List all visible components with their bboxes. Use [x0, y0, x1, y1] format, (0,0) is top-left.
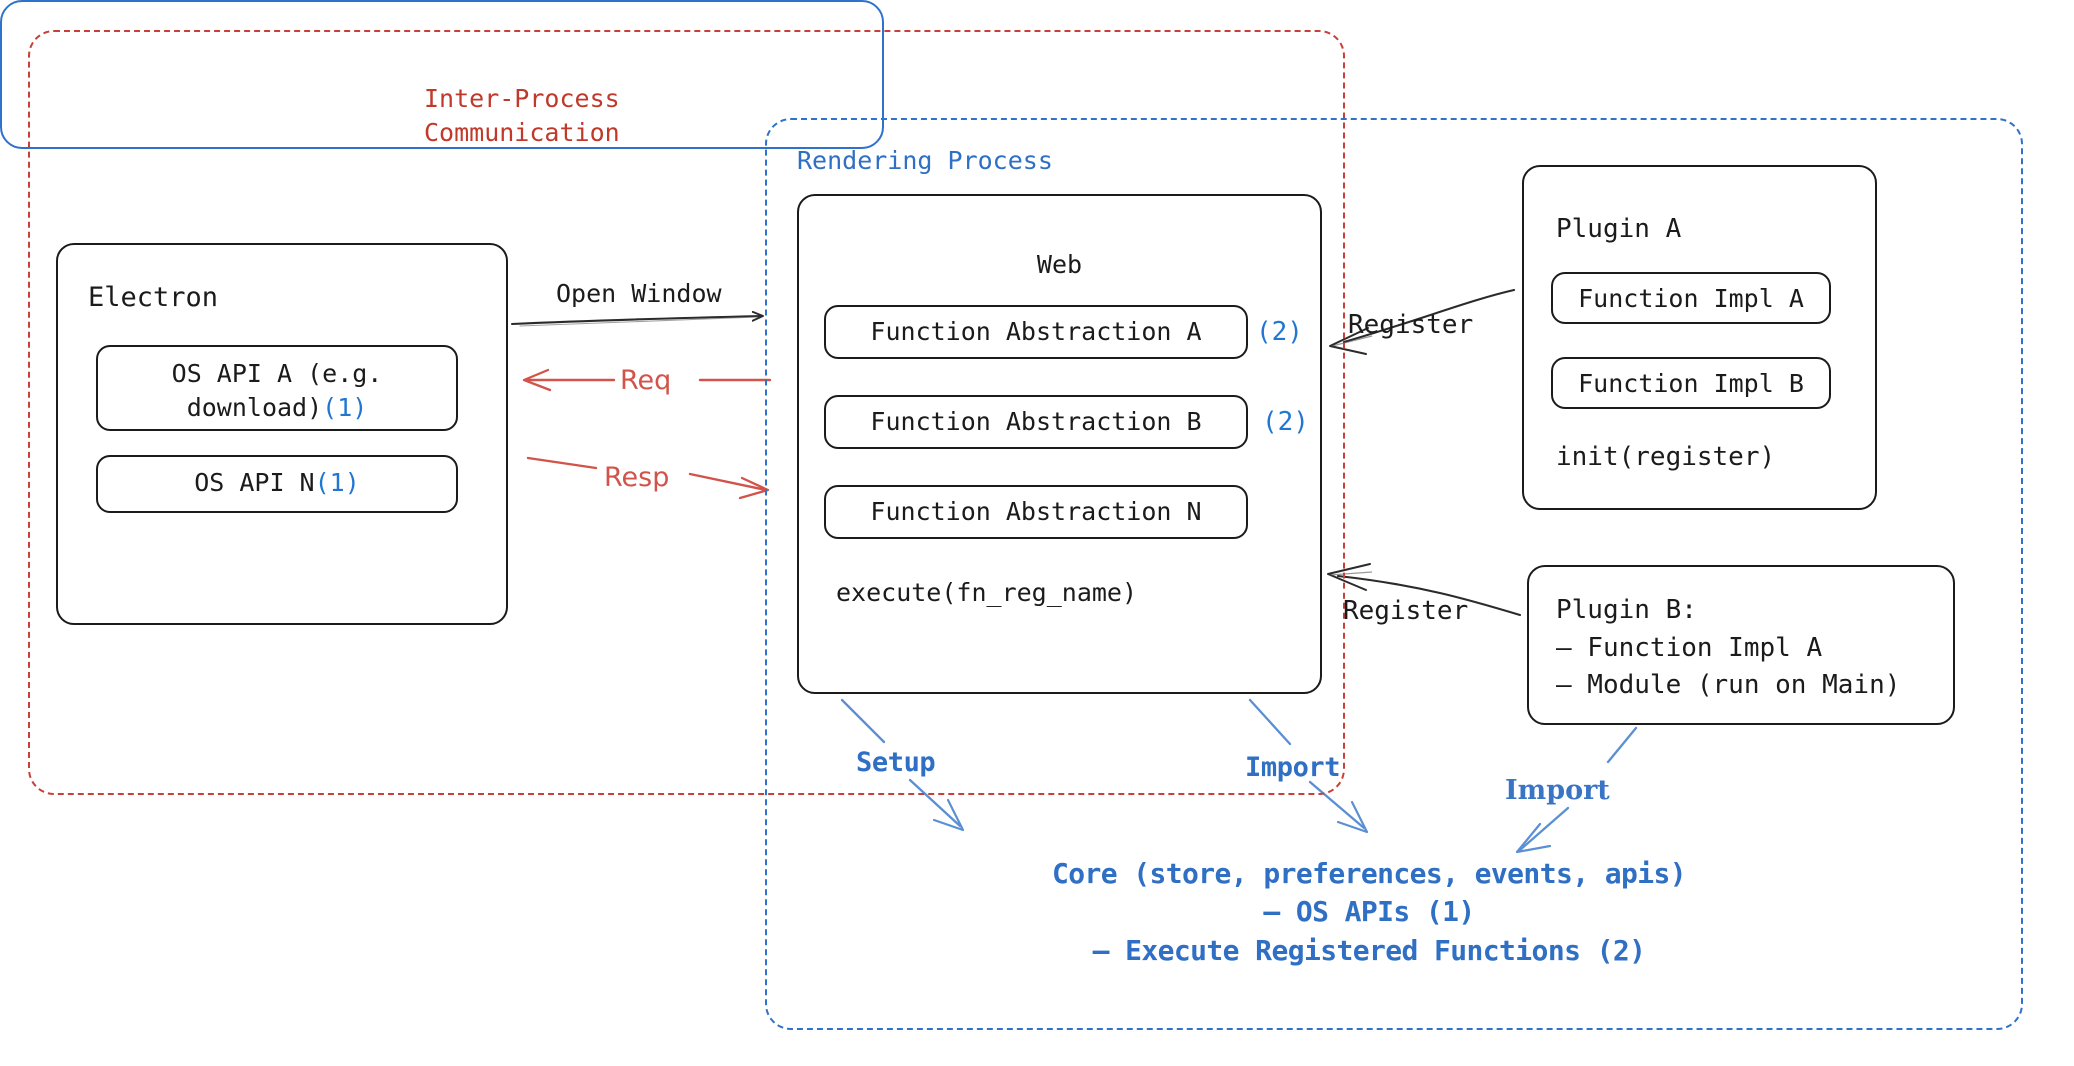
electron-title: Electron: [88, 282, 219, 313]
function-abstraction-a-box[interactable]: [824, 305, 1248, 359]
os-api-a-text: OS API A (e.g. download): [171, 359, 383, 422]
plugin-a-title: Plugin A: [1556, 214, 1682, 244]
function-impl-b-box[interactable]: [1551, 357, 1831, 409]
function-impl-b-label: Function Impl B: [1578, 369, 1804, 398]
plugin-a-box[interactable]: [1522, 165, 1877, 510]
plugin-b-box[interactable]: [1527, 565, 1955, 725]
function-abstraction-a-label: Function Abstraction A: [870, 317, 1202, 346]
function-abstraction-a-badge: (2): [1256, 317, 1303, 347]
rendering-process-label: Rendering Process: [797, 146, 1053, 175]
arrow-label-open-window: Open Window: [556, 279, 722, 308]
os-api-n-label: OS API N(1): [96, 466, 458, 500]
function-impl-a-label: Function Impl A: [1578, 284, 1804, 313]
arrow-label-register-plugin-a: Register: [1348, 310, 1474, 340]
arrow-label-resp: Resp: [604, 462, 670, 493]
arrow-label-req: Req: [620, 365, 672, 396]
function-abstraction-b-box[interactable]: [824, 395, 1248, 449]
os-api-a-label: OS API A (e.g. download)(1): [96, 357, 458, 425]
arrow-label-register-plugin-b: Register: [1343, 596, 1469, 626]
arrow-label-import-plugin-b: Import: [1505, 775, 1610, 806]
function-abstraction-b-badge: (2): [1262, 407, 1309, 437]
os-api-a-badge: (1): [322, 392, 368, 422]
core-box[interactable]: [0, 0, 884, 149]
function-abstraction-n-box[interactable]: [824, 485, 1248, 539]
web-execute-signature: execute(fn_reg_name): [836, 578, 1138, 607]
ipc-container-label: Inter-Process Communication: [424, 84, 620, 147]
os-api-n-badge: (1): [314, 468, 360, 497]
arrow-label-import-web: Import: [1245, 752, 1341, 783]
function-abstraction-b-label: Function Abstraction B: [870, 407, 1202, 436]
web-title: Web: [1036, 250, 1083, 279]
os-api-n-box[interactable]: [96, 455, 458, 513]
rendering-process-container: [765, 118, 2023, 1030]
function-impl-a-box[interactable]: [1551, 272, 1831, 324]
electron-box[interactable]: [56, 243, 508, 625]
os-api-n-text: OS API N: [194, 468, 315, 497]
core-content: Core (store, preferences, events, apis) …: [1051, 857, 1687, 967]
arrow-label-setup: Setup: [856, 747, 936, 778]
plugin-a-init-signature: init(register): [1556, 442, 1776, 472]
plugin-b-content: Plugin B: – Function Impl A – Module (ru…: [1556, 595, 1901, 701]
os-api-a-box[interactable]: [96, 345, 458, 431]
function-abstraction-n-label: Function Abstraction N: [870, 497, 1202, 526]
ipc-container: [28, 30, 1345, 795]
